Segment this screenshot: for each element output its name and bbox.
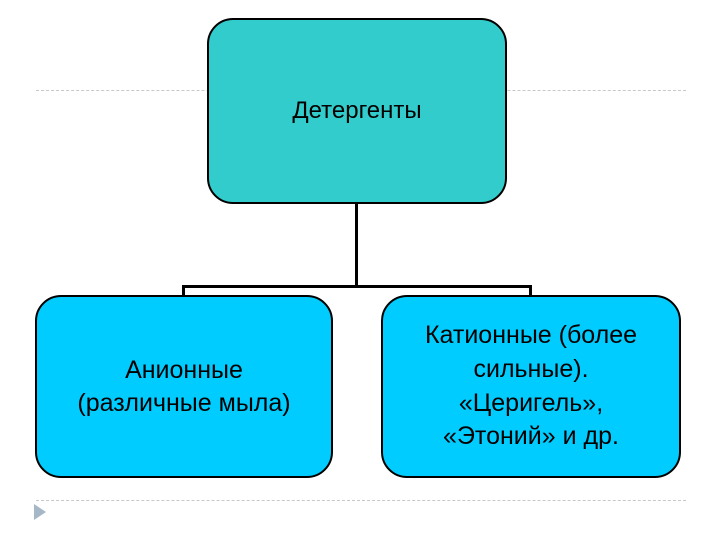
slide-rule-bottom (36, 500, 686, 501)
node-cationic: Катионные (более сильные). «Церигель», «… (381, 295, 681, 478)
connector-right-drop (529, 285, 532, 297)
node-anionic: Анионные (различные мыла) (35, 295, 333, 478)
node-detergents-label: Детергенты (292, 97, 422, 124)
connector-horizontal-bar (182, 285, 532, 288)
connector-left-drop (182, 285, 185, 297)
connector-root-stem (355, 203, 358, 286)
triangle-bullet-icon (34, 504, 46, 520)
node-detergents: Детергенты (207, 18, 507, 204)
node-anionic-label: Анионные (различные мыла) (77, 356, 291, 417)
node-cationic-label: Катионные (более сильные). «Церигель», «… (424, 321, 638, 451)
